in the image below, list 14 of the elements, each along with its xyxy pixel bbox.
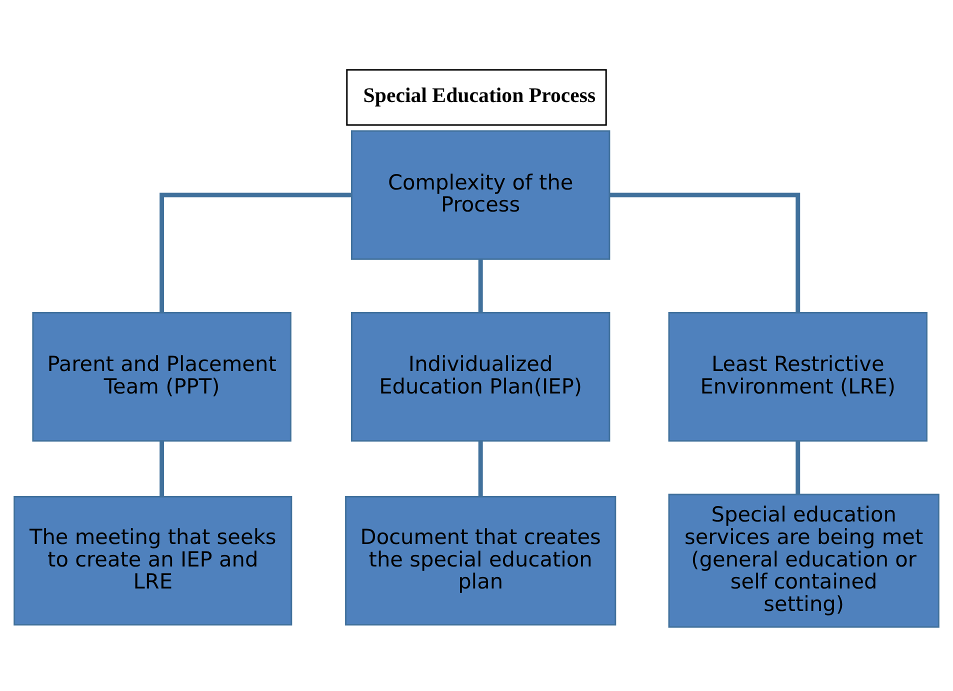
connector	[160, 192, 352, 313]
node-box: Special education services are being met (general education or self contained setting)	[668, 494, 940, 628]
connector	[478, 441, 483, 496]
node-box: Document that creates the special education plan	[345, 496, 616, 626]
node-box: Complexity of the Process	[351, 130, 610, 260]
connector	[160, 441, 164, 496]
connector	[796, 441, 800, 494]
node-box: Individualized Education Plan(IEP)	[351, 312, 610, 442]
diagram-title: Special Education Process	[363, 83, 596, 108]
connector	[478, 259, 483, 313]
node-box: Parent and Placement Team (PPT)	[32, 312, 292, 442]
node-box: The meeting that seeks to create an IEP and LRE	[14, 496, 292, 626]
connector	[610, 192, 800, 313]
node-box: Least Restrictive Environment (LRE)	[668, 312, 928, 442]
